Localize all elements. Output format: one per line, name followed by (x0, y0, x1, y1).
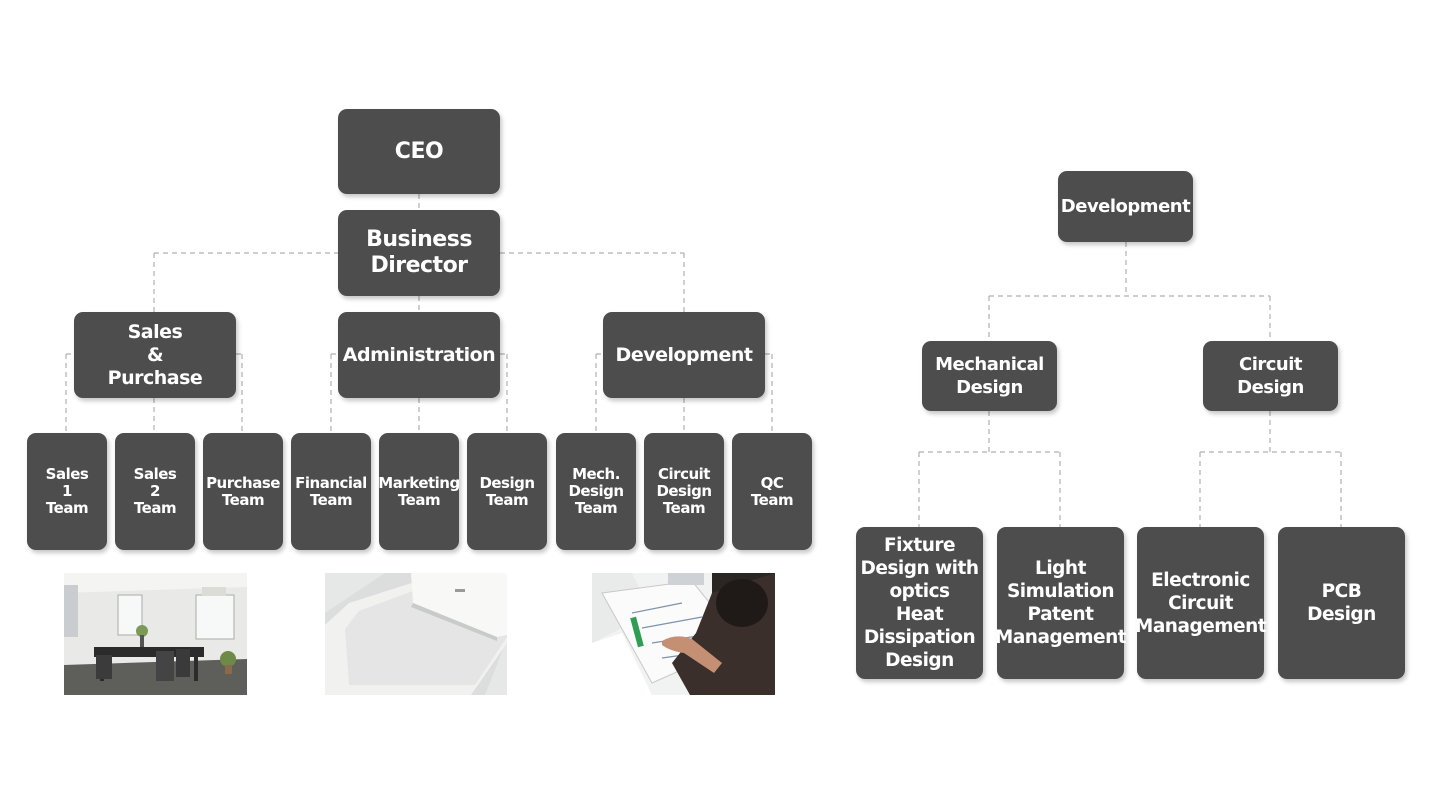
team-box-mech-design: Mech. Design Team (556, 433, 636, 550)
team-box-purchase: Purchase Team (203, 433, 283, 550)
team-box-design: Design Team (467, 433, 547, 550)
dev-root-box: Development (1058, 171, 1193, 242)
circuit-design-box: Circuit Design (1203, 341, 1338, 411)
design-work-photo (592, 573, 775, 695)
office-photo (64, 573, 247, 695)
pcb-design-box: PCB Design (1278, 527, 1405, 679)
team-box-financial: Financial Team (291, 433, 371, 550)
team-box-circuit-design: Circuit Design Team (644, 433, 724, 550)
team-box-marketing: Marketing Team (378, 433, 460, 550)
mechanical-design-box: Mechanical Design (922, 341, 1057, 411)
team-box-sales-1: Sales 1 Team (27, 433, 107, 550)
electronic-circuit-box: Electronic Circuit Management (1135, 527, 1267, 679)
stationery-photo (325, 573, 507, 695)
administration-box: Administration (338, 312, 500, 398)
team-box-sales-2: Sales 2 Team (115, 433, 195, 550)
fixture-design-box: Fixture Design with optics Heat Dissipat… (856, 527, 983, 679)
sales-purchase-box: Sales & Purchase (74, 312, 236, 398)
development-box: Development (603, 312, 765, 398)
team-box-qc: QC Team (732, 433, 812, 550)
business-director-box: Business Director (338, 210, 500, 296)
ceo-box: CEO (338, 109, 500, 194)
light-simulation-box: Light Simulation Patent Management (995, 527, 1127, 679)
